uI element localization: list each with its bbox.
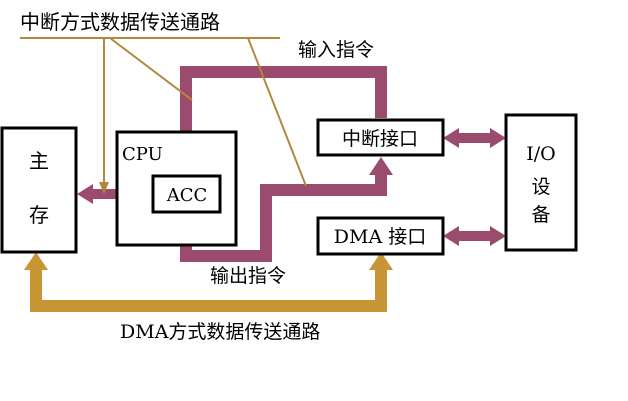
cpu-label: CPU bbox=[122, 144, 163, 165]
main-memory-box bbox=[0, 126, 78, 254]
output-instruction-path bbox=[180, 172, 387, 262]
input-instruction-path bbox=[180, 66, 387, 162]
dma-arrowhead-dma-interface bbox=[369, 252, 393, 270]
dma-interface-label: DMA 接口 bbox=[334, 226, 426, 248]
input-instruction-label: 输入指令 bbox=[298, 39, 374, 61]
dma-io-double-arrow bbox=[443, 226, 506, 246]
acc-box bbox=[151, 174, 222, 214]
io-device-label-1: I/O bbox=[526, 143, 555, 165]
interrupt-io-double-arrow bbox=[443, 128, 506, 148]
io-device-box bbox=[504, 113, 578, 252]
interrupt-path-leader-lines bbox=[20, 37, 307, 194]
acc-label: ACC bbox=[166, 185, 208, 206]
interrupt-path-label: 中断方式数据传送通路 bbox=[20, 10, 220, 34]
main-memory-label-2: 存 bbox=[29, 203, 49, 227]
main-memory-label-1: 主 bbox=[29, 149, 49, 173]
io-device-label-3: 备 bbox=[531, 204, 550, 226]
interrupt-interface-box bbox=[316, 118, 445, 157]
dma-interface-box bbox=[316, 216, 445, 256]
io-device-label-2: 设 bbox=[531, 176, 550, 198]
dma-transfer-path bbox=[30, 268, 387, 312]
interrupt-interface-label: 中断接口 bbox=[342, 128, 418, 150]
dma-arrowhead-main-memory bbox=[24, 252, 48, 270]
output-instruction-label: 输出指令 bbox=[210, 265, 286, 287]
dma-path-label: DMA方式数据传送通路 bbox=[120, 321, 320, 343]
output-instruction-arrowhead bbox=[369, 157, 393, 175]
